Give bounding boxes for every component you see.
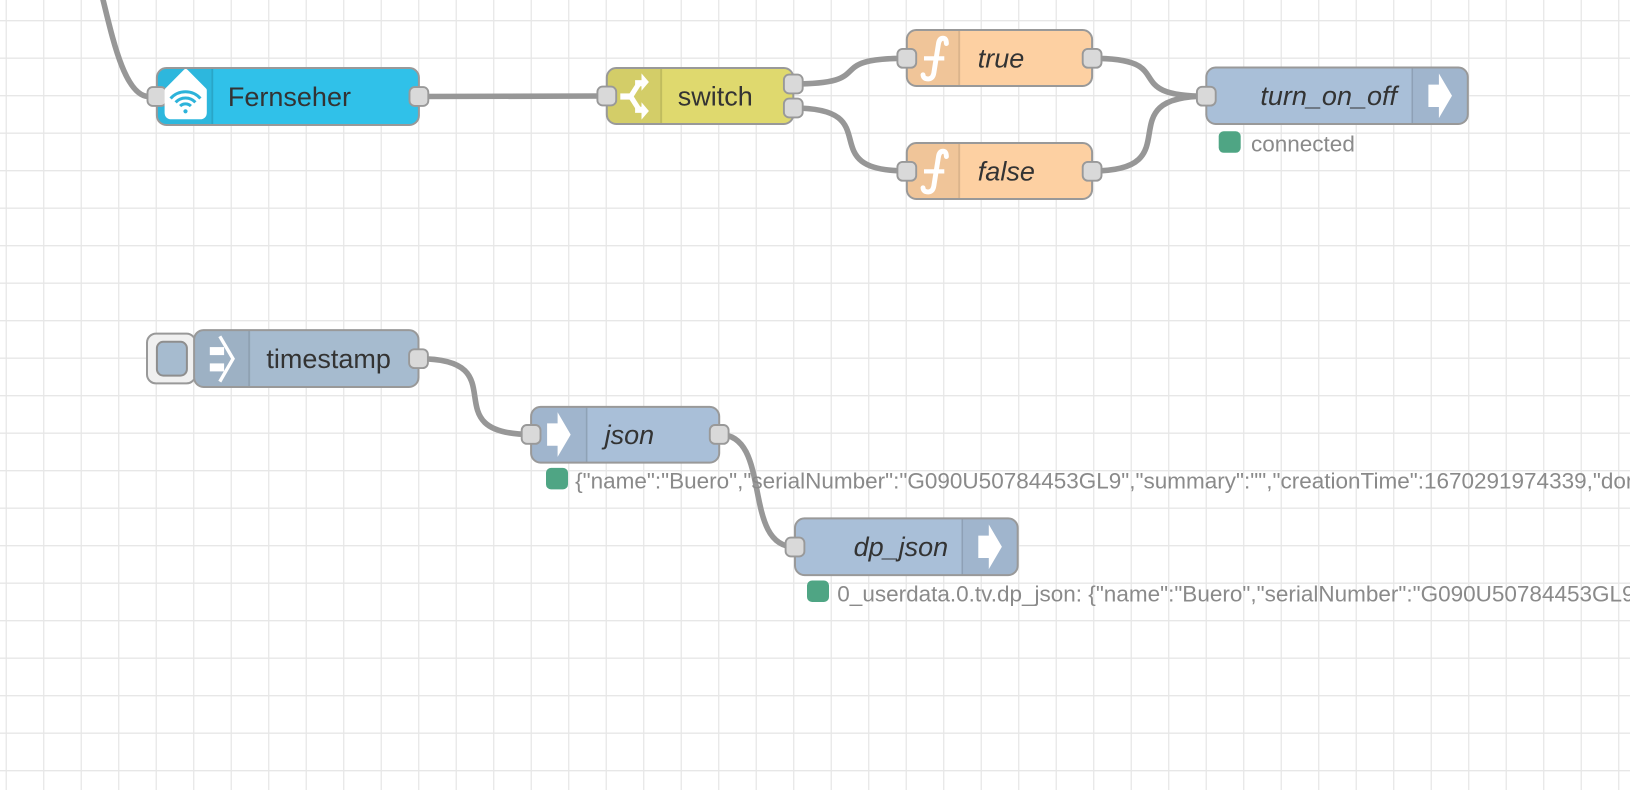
svg-text:switch: switch xyxy=(678,81,753,111)
svg-text:{"name":"Buero","serialNumber": {"name":"Buero","serialNumber":"G090U507… xyxy=(575,468,1630,493)
svg-text:0_userdata.0.tv.dp_json: {"nam: 0_userdata.0.tv.dp_json: {"name":"Buero"… xyxy=(837,582,1630,607)
svg-text:turn_on_off: turn_on_off xyxy=(1260,81,1399,111)
svg-text:timestamp: timestamp xyxy=(266,344,391,374)
svg-text:false: false xyxy=(978,156,1035,186)
svg-text:dp_json: dp_json xyxy=(854,532,949,562)
svg-text:json: json xyxy=(601,420,655,450)
svg-text:connected: connected xyxy=(1251,131,1355,156)
svg-text:Fernseher: Fernseher xyxy=(228,82,351,112)
svg-text:true: true xyxy=(978,43,1025,73)
